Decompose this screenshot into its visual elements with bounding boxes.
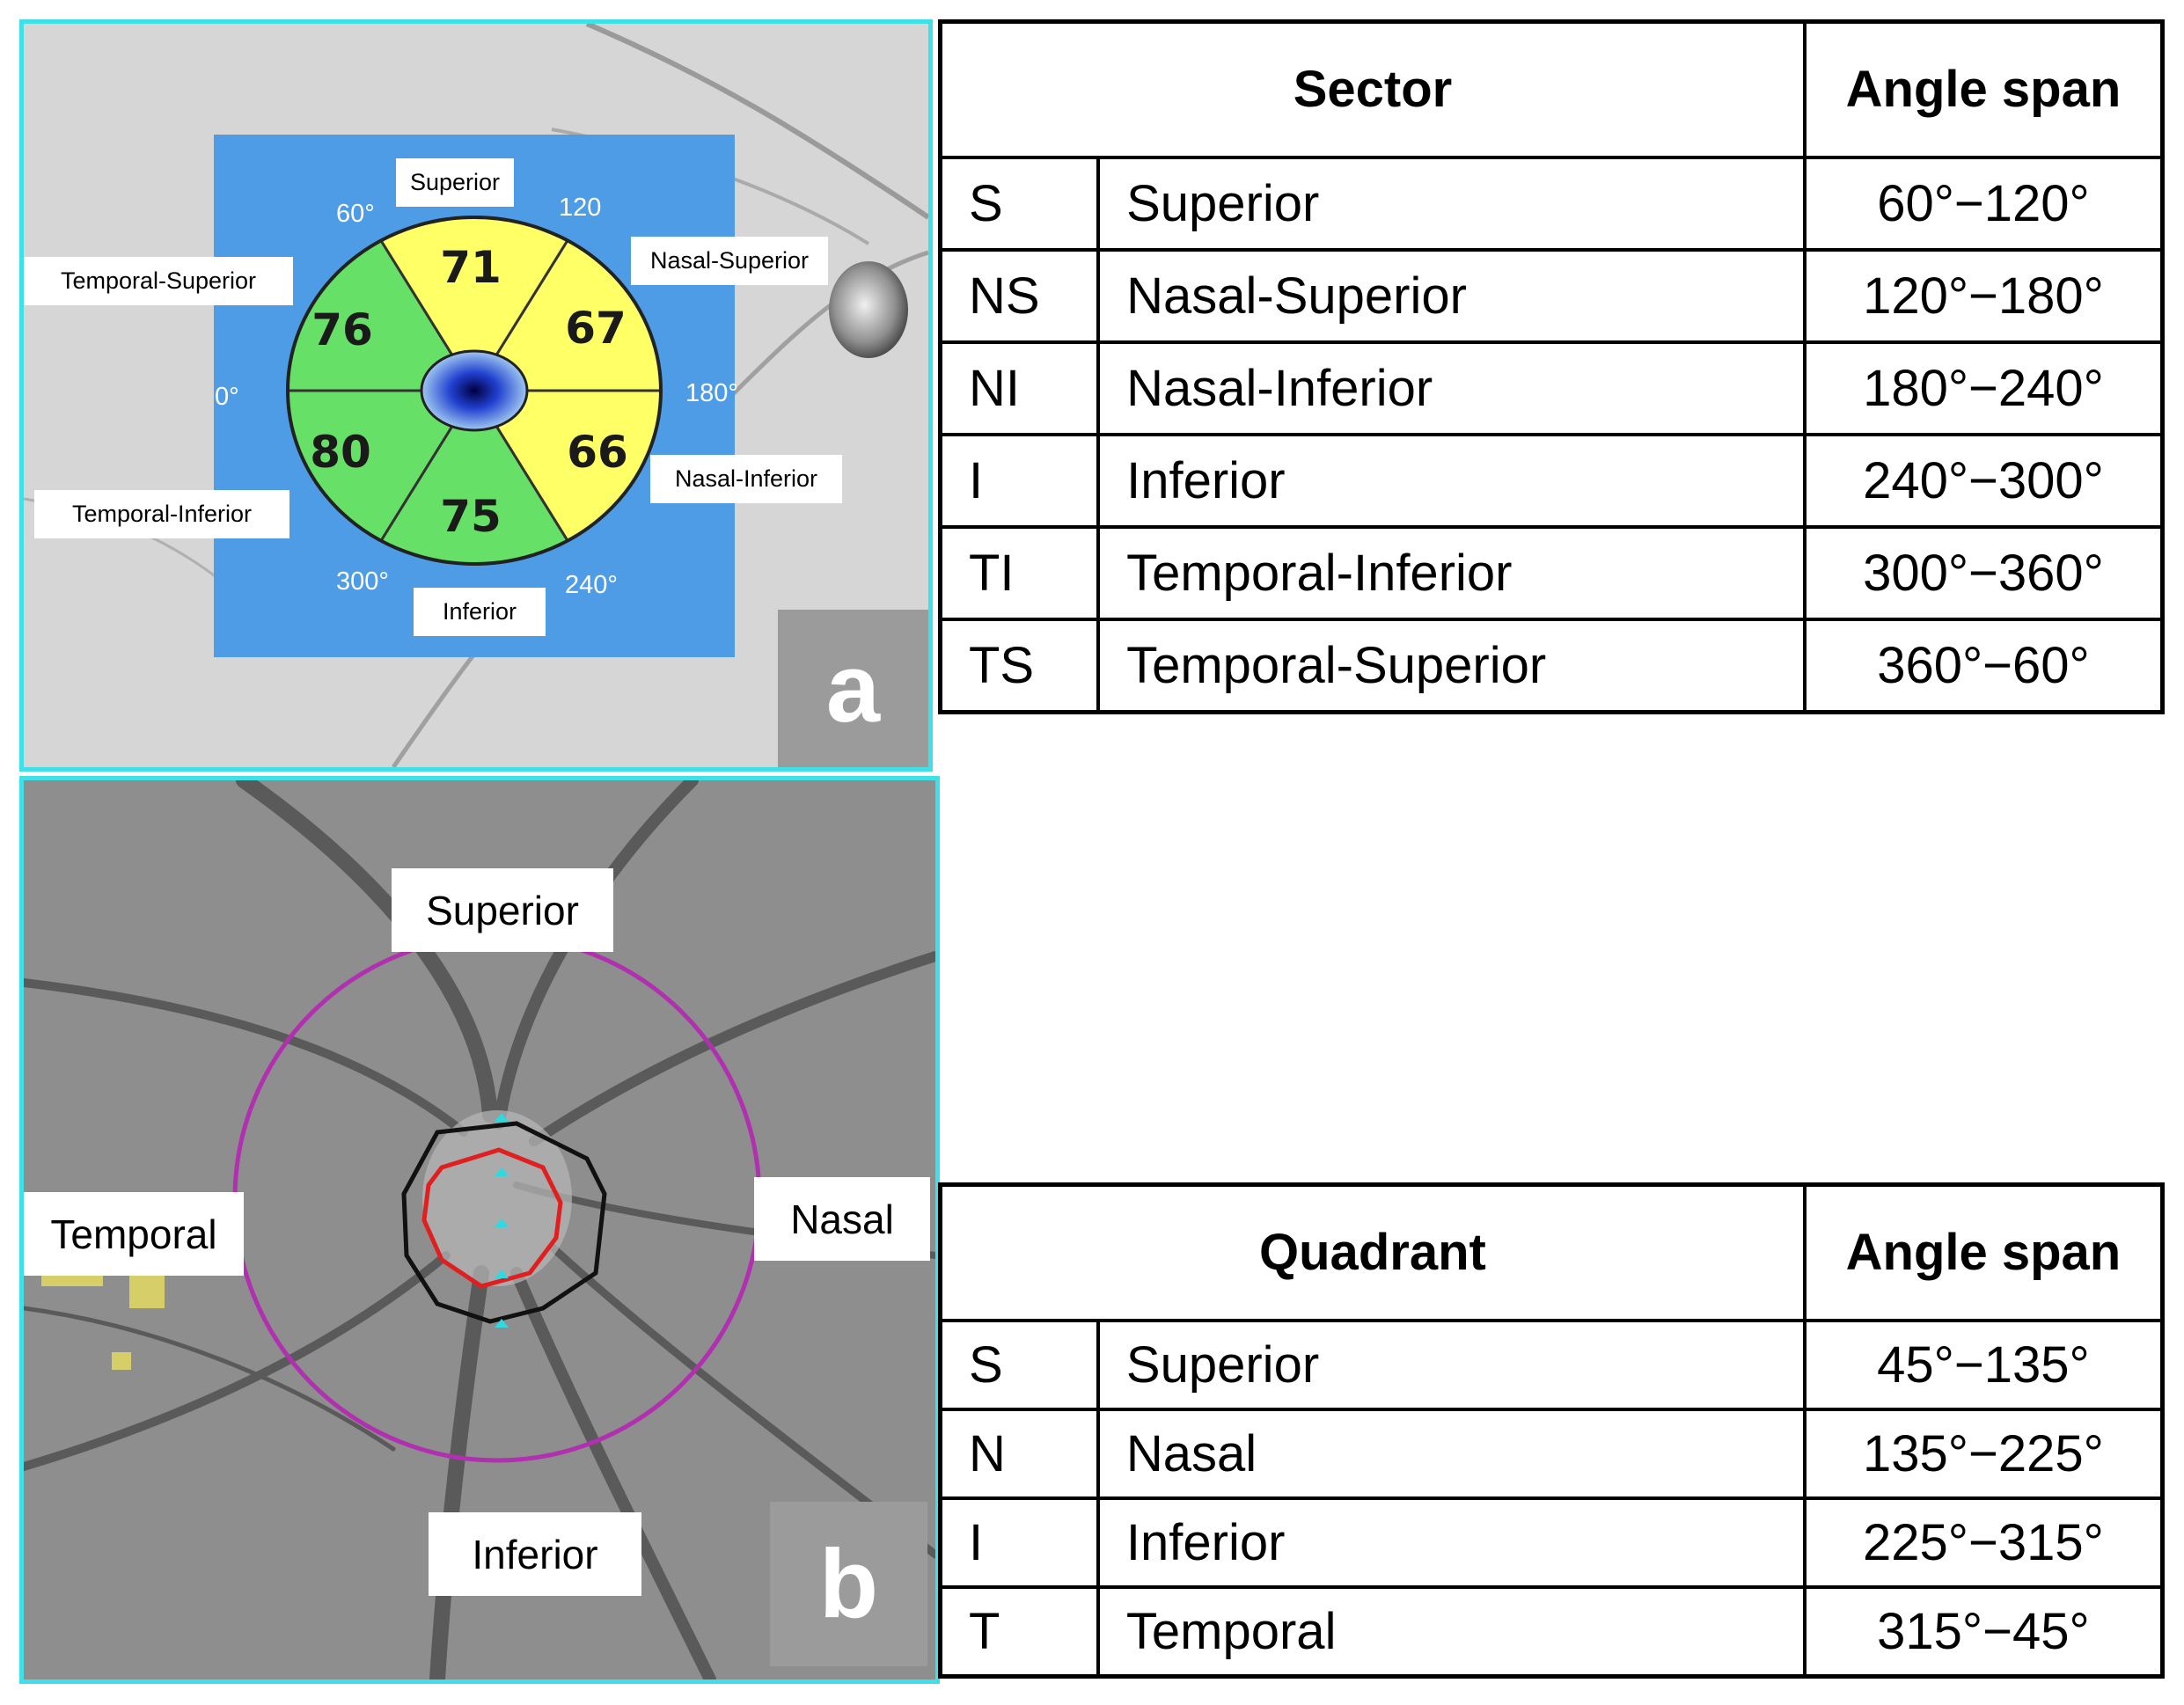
label-temporal-inferior-a: Temporal-Inferior (34, 490, 289, 538)
cup-margin-outline (421, 1147, 563, 1289)
abbr-cell: T (938, 1585, 1100, 1679)
angle-label-180: 180° (685, 379, 738, 407)
abbr-cell: S (938, 1319, 1100, 1411)
label-superior-b: Superior (392, 868, 613, 952)
name-cell: Temporal-Inferior (1096, 525, 1807, 621)
panel-b-optic-disc-scan: Superior Temporal Nasal Inferior b (19, 776, 940, 1684)
quadrant-header: Quadrant (938, 1182, 1807, 1322)
abbr-cell: NI (938, 340, 1101, 436)
panel-tag-b: b (770, 1502, 927, 1666)
abbr-cell: TS (938, 618, 1101, 714)
sector-header: Sector (938, 19, 1807, 159)
fovea-center (420, 349, 529, 432)
sector-outline (286, 216, 663, 566)
name-cell: Inferior (1096, 433, 1807, 529)
span-cell: 300°−360° (1802, 525, 2165, 621)
quadrant-angle-header: Angle span (1802, 1182, 2165, 1322)
span-cell: 315°−45° (1802, 1585, 2165, 1679)
name-cell: Superior (1096, 156, 1807, 252)
angle-label-60: 60° (336, 200, 375, 228)
label-inferior-a: Inferior (414, 588, 546, 636)
angle-label-0: 0° (215, 383, 239, 411)
label-superior-a: Superior (396, 158, 514, 207)
abbr-cell: NS (938, 248, 1101, 344)
name-cell: Superior (1096, 1319, 1807, 1411)
name-cell: Temporal (1096, 1585, 1807, 1679)
name-cell: Nasal-Inferior (1096, 340, 1807, 436)
abbr-cell: TI (938, 525, 1101, 621)
angle-label-300: 300° (336, 567, 389, 596)
value-temporal-inferior: 80 (310, 427, 371, 478)
fundus-image-a (24, 24, 928, 767)
span-cell: 180°−240° (1802, 340, 2165, 436)
span-cell: 135°−225° (1802, 1408, 2165, 1500)
value-nasal-superior: 67 (565, 303, 627, 354)
sector-angle-header: Angle span (1802, 19, 2165, 159)
optic-disc (829, 261, 908, 358)
name-cell: Temporal-Superior (1096, 618, 1807, 714)
label-nasal-b: Nasal (754, 1177, 930, 1261)
value-superior: 71 (440, 242, 502, 293)
panel-tag-a: a (778, 610, 928, 767)
name-cell: Nasal (1096, 1408, 1807, 1500)
abbr-cell: N (938, 1408, 1100, 1500)
value-nasal-inferior: 66 (567, 427, 628, 478)
label-nasal-superior-a: Nasal-Superior (631, 237, 828, 285)
angle-label-240: 240° (565, 571, 618, 599)
angle-label-120: 120 (559, 194, 602, 222)
span-cell: 240°−300° (1802, 433, 2165, 529)
span-cell: 120°−180° (1802, 248, 2165, 344)
label-temporal-superior-a: Temporal-Superior (24, 257, 293, 305)
label-inferior-b: Inferior (429, 1512, 641, 1596)
abbr-cell: S (938, 156, 1101, 252)
value-temporal-superior: 76 (311, 304, 373, 355)
span-cell: 360°−60° (1802, 618, 2165, 714)
disc-markers (495, 1113, 509, 1328)
disc-margin-outline (401, 1121, 607, 1324)
name-cell: Inferior (1096, 1496, 1807, 1589)
panel-a-macular-map: Superior Nasal-Superior Temporal-Superio… (19, 19, 933, 772)
value-inferior: 75 (440, 491, 502, 542)
name-cell: Nasal-Superior (1096, 248, 1807, 344)
span-cell: 60°−120° (1802, 156, 2165, 252)
span-cell: 45°−135° (1802, 1319, 2165, 1411)
abbr-cell: I (938, 433, 1101, 529)
span-cell: 225°−315° (1802, 1496, 2165, 1589)
abbr-cell: I (938, 1496, 1100, 1589)
sector-grid (286, 216, 663, 566)
label-temporal-b: Temporal (24, 1192, 244, 1276)
label-nasal-inferior-a: Nasal-Inferior (650, 455, 842, 503)
